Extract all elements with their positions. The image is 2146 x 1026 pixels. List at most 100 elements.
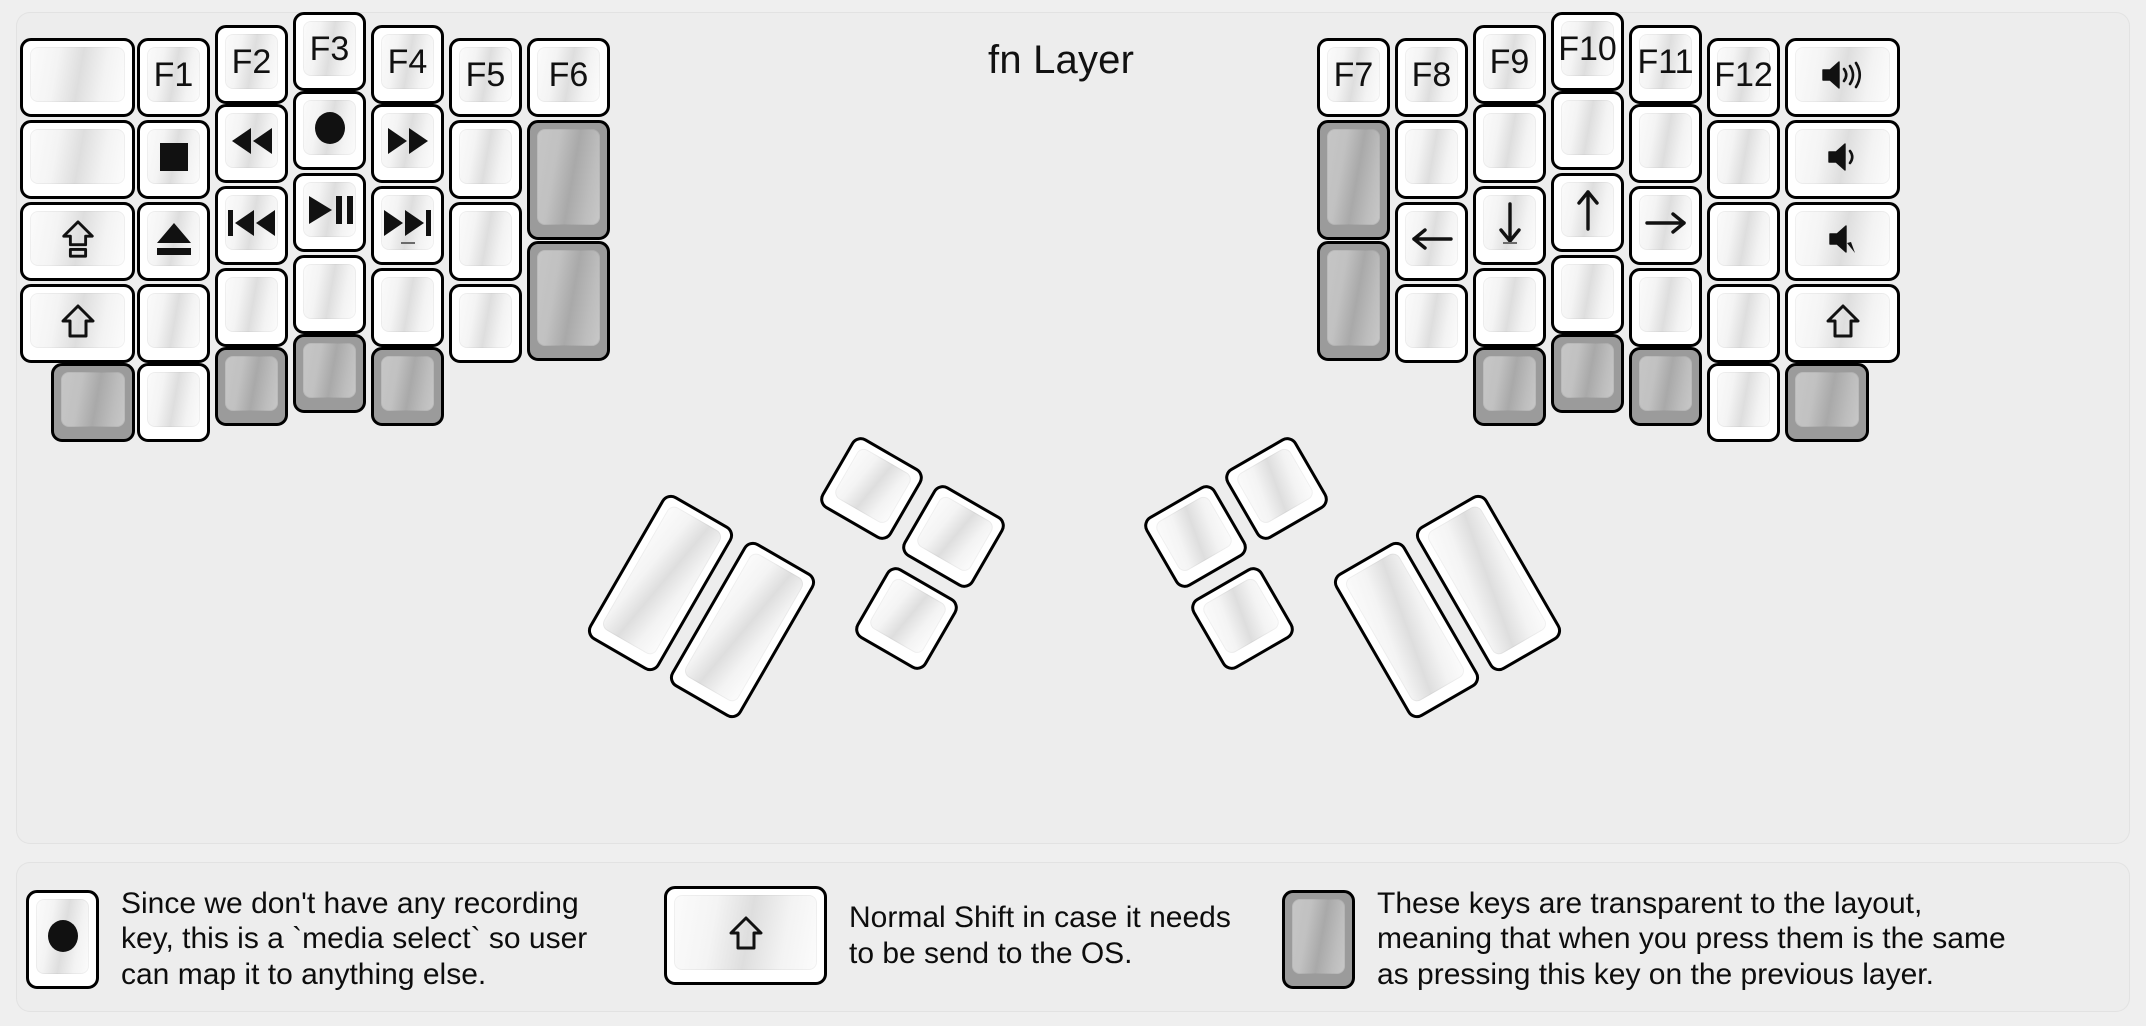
keycap-surface: [1795, 372, 1859, 427]
key-l-c2-r0[interactable]: F2: [215, 25, 288, 104]
key-r-c3-r3[interactable]: [1551, 255, 1624, 334]
key-r-c2-r3[interactable]: [1473, 268, 1546, 347]
key-l-c6-r0[interactable]: F6: [527, 38, 610, 117]
legend-record-key[interactable]: [26, 889, 99, 989]
key-l-c5-r1[interactable]: [449, 120, 522, 199]
key-l-c3-r1[interactable]: [293, 91, 366, 170]
keycap-surface: [381, 34, 434, 89]
key-l-c3-r3[interactable]: [293, 255, 366, 334]
key-l-c5-r0[interactable]: F5: [449, 38, 522, 117]
key-r-c2-r1[interactable]: [1473, 104, 1546, 183]
keycap-surface: [1639, 277, 1692, 332]
key-r-c4-r3[interactable]: [1629, 268, 1702, 347]
key-r-c1-r0[interactable]: F8: [1395, 38, 1468, 117]
key-l-c4-r4[interactable]: [371, 347, 444, 426]
key-l-c2-r4[interactable]: [215, 347, 288, 426]
key-l-c0-r3[interactable]: [20, 284, 135, 363]
key-r-c4-r2[interactable]: [1629, 186, 1702, 265]
key-r-c6-r2[interactable]: [1785, 202, 1900, 281]
key-r-c6-r1[interactable]: [1785, 120, 1900, 199]
key-r-c2-r0[interactable]: F9: [1473, 25, 1546, 104]
key-l-c2-r1[interactable]: [215, 104, 288, 183]
keycap-surface: [303, 343, 356, 398]
keycap-surface: [674, 895, 817, 970]
key-l-c3-r4[interactable]: [293, 334, 366, 413]
key-r-c2-r2[interactable]: [1473, 186, 1546, 265]
keycap-surface: [1717, 211, 1770, 266]
keycap-surface: [1153, 493, 1235, 574]
keycap-surface: [381, 356, 434, 411]
keycap-surface: [147, 129, 200, 184]
key-r-c6-r3[interactable]: [1785, 284, 1900, 363]
key-r-c5-r1[interactable]: [1707, 120, 1780, 199]
key-r-c4-r1[interactable]: [1629, 104, 1702, 183]
key-l-c0-r2[interactable]: [20, 202, 135, 281]
key-l-c1-r3[interactable]: [137, 284, 210, 363]
keycap-surface: [36, 898, 89, 974]
keycap-surface: [1292, 898, 1345, 974]
key-l-c1-r0[interactable]: F1: [137, 38, 210, 117]
keycap-surface: [225, 277, 278, 332]
key-l-c1-r2[interactable]: [137, 202, 210, 281]
legend-transparent-key[interactable]: [1282, 889, 1355, 989]
keycap-surface: [1795, 47, 1890, 102]
key-l-c5-r2[interactable]: [449, 202, 522, 281]
page-title: fn Layer: [988, 38, 1135, 82]
key-r-c5-r4[interactable]: [1707, 363, 1780, 442]
keycap-surface: [381, 277, 434, 332]
key-r-c4-r4[interactable]: [1629, 347, 1702, 426]
legend-transparent: These keys are transparent to the layout…: [1282, 886, 2006, 992]
keycap-surface: [1483, 34, 1536, 89]
key-r-c1-r3[interactable]: [1395, 284, 1468, 363]
key-l-c0-r1[interactable]: [20, 120, 135, 199]
keycap-surface: [537, 47, 600, 102]
keycap-surface: [1561, 343, 1614, 398]
key-r-c3-r4[interactable]: [1551, 334, 1624, 413]
key-l-c3-r2[interactable]: [293, 173, 366, 252]
legend-shift-key[interactable]: [664, 886, 827, 985]
keycap-surface: [1795, 129, 1890, 184]
key-r-c3-r1[interactable]: [1551, 91, 1624, 170]
keycap-surface: [1561, 264, 1614, 319]
key-l-c0-r4[interactable]: [51, 363, 135, 442]
key-l-c0-r0[interactable]: [20, 38, 135, 117]
key-l-c4-r1[interactable]: [371, 104, 444, 183]
keycap-surface: [30, 293, 125, 348]
key-r-c5-r2[interactable]: [1707, 202, 1780, 281]
key-l-c2-r2[interactable]: [215, 186, 288, 265]
keycap-surface: [61, 372, 125, 427]
key-l-c5-r3[interactable]: [449, 284, 522, 363]
key-l-c3-r0[interactable]: F3: [293, 12, 366, 91]
key-r-c4-r0[interactable]: F11: [1629, 25, 1702, 104]
keycap-surface: [303, 182, 356, 237]
keycap-surface: [225, 195, 278, 250]
key-l-c4-r2[interactable]: [371, 186, 444, 265]
key-l-c4-r3[interactable]: [371, 268, 444, 347]
key-l-c1-r1[interactable]: [137, 120, 210, 199]
key-r-c2-r4[interactable]: [1473, 347, 1546, 426]
key-r-c1-r2[interactable]: [1395, 202, 1468, 281]
key-r-c0-r0[interactable]: F7: [1317, 38, 1390, 117]
legend-shift: Normal Shift in case it needs to be send…: [664, 886, 1231, 985]
keycap-surface: [225, 34, 278, 89]
key-r-c3-r0[interactable]: F10: [1551, 12, 1624, 91]
key-r-c0-r2[interactable]: [1317, 241, 1390, 361]
key-l-c2-r3[interactable]: [215, 268, 288, 347]
key-r-c6-r4[interactable]: [1785, 363, 1869, 442]
keycap-surface: [1717, 372, 1770, 427]
key-r-c3-r2[interactable]: [1551, 173, 1624, 252]
keycap-surface: [1717, 129, 1770, 184]
key-l-c6-r2[interactable]: [527, 241, 610, 361]
keycap-surface: [1639, 113, 1692, 168]
keycap-surface: [303, 100, 356, 155]
keycap-surface: [1200, 575, 1282, 656]
legend-transparent-text: These keys are transparent to the layout…: [1377, 887, 2006, 991]
key-r-c5-r3[interactable]: [1707, 284, 1780, 363]
key-l-c4-r0[interactable]: F4: [371, 25, 444, 104]
key-r-c0-r1[interactable]: [1317, 120, 1390, 240]
key-l-c6-r1[interactable]: [527, 120, 610, 240]
key-l-c1-r4[interactable]: [137, 363, 210, 442]
key-r-c6-r0[interactable]: [1785, 38, 1900, 117]
key-r-c5-r0[interactable]: F12: [1707, 38, 1780, 117]
key-r-c1-r1[interactable]: [1395, 120, 1468, 199]
